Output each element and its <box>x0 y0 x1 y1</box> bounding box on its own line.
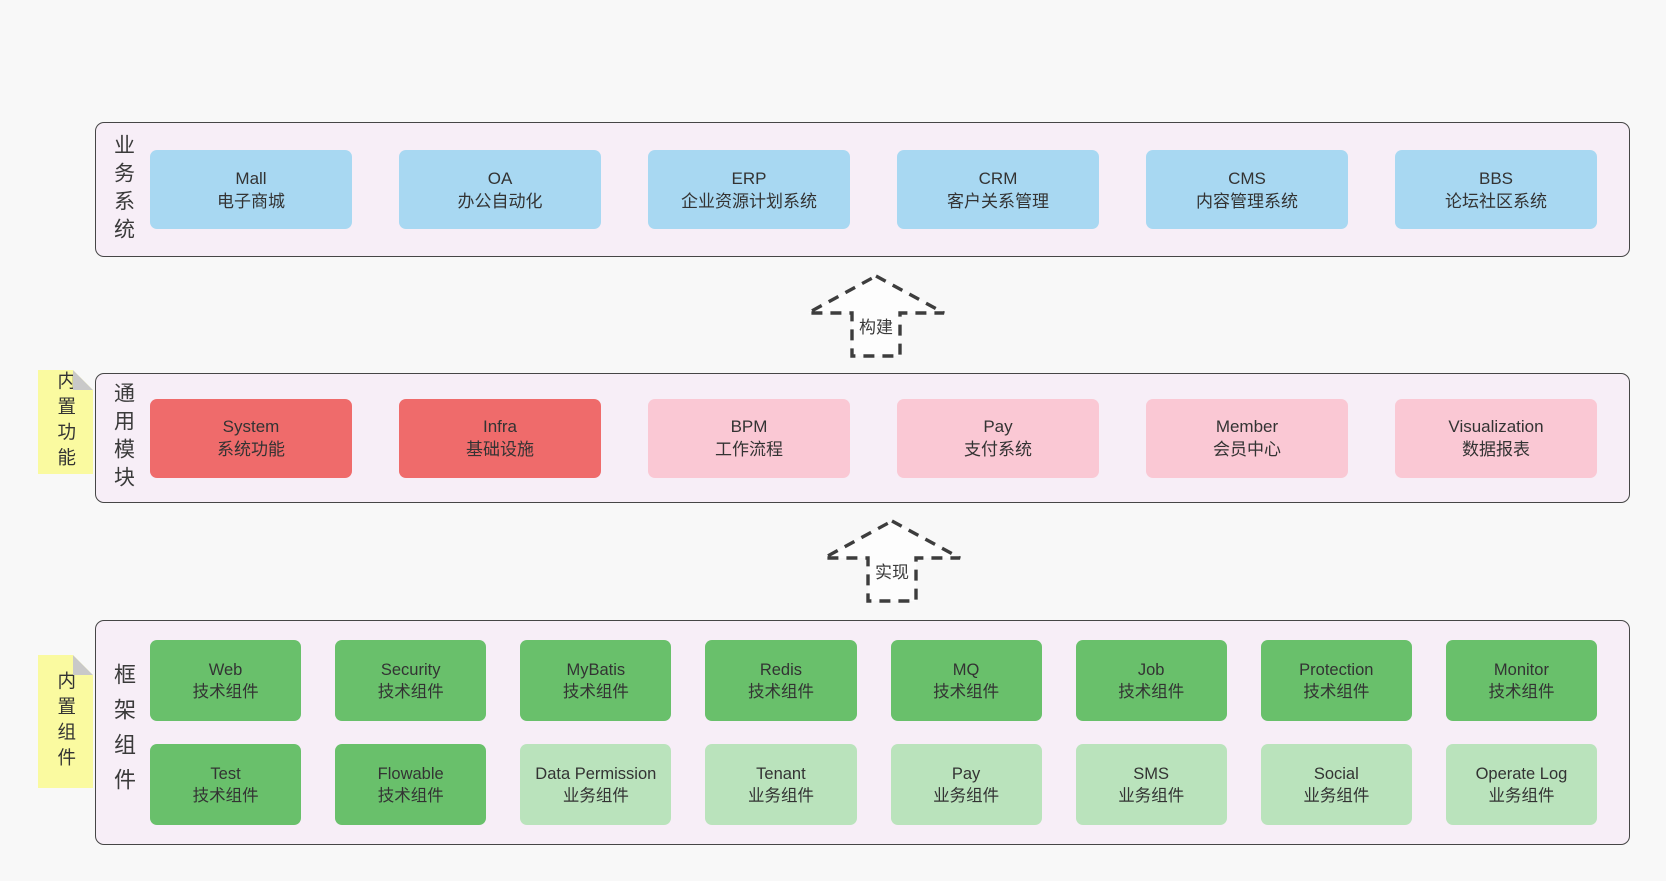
box-job: Job 技术组件 <box>1075 640 1227 721</box>
box-visualization: Visualization 数据报表 <box>1395 398 1597 478</box>
arrow-up-implement-icon: 实现 <box>821 518 963 604</box>
box-mq: MQ 技术组件 <box>890 640 1042 721</box>
box-infra: Infra 基础设施 <box>399 398 601 478</box>
sticky-note-builtin-components: 内置组件 <box>38 655 93 788</box>
box-bpm: BPM 工作流程 <box>648 398 850 478</box>
box-system: System 系统功能 <box>150 398 352 478</box>
common-modules-row: System 系统功能 Infra 基础设施 BPM 工作流程 Pay 支付系统… <box>150 374 1629 502</box>
box-pay-component: Pay 业务组件 <box>890 744 1042 825</box>
box-monitor: Monitor 技术组件 <box>1445 640 1597 721</box>
box-member: Member 会员中心 <box>1146 398 1348 478</box>
box-pay-module: Pay 支付系统 <box>897 398 1099 478</box>
arrow-implement-label: 实现 <box>875 563 909 582</box>
folded-corner-icon <box>73 370 93 390</box>
section-label-framework-components: 框架组件 <box>111 662 136 803</box>
box-security: Security 技术组件 <box>335 640 487 721</box>
arrow-build-label: 构建 <box>859 318 893 337</box>
box-tenant: Tenant 业务组件 <box>705 744 857 825</box>
box-bbs: BBS 论坛社区系统 <box>1395 150 1597 229</box>
section-common-modules: 通用模块 System 系统功能 Infra 基础设施 BPM 工作流程 Pay… <box>95 373 1630 503</box>
sticky-note-builtin-features: 内置功能 <box>38 370 93 474</box>
box-operate-log: Operate Log 业务组件 <box>1445 744 1597 825</box>
box-flowable: Flowable 技术组件 <box>335 744 487 825</box>
box-mybatis: MyBatis 技术组件 <box>520 640 672 721</box>
box-oa: OA 办公自动化 <box>399 150 601 229</box>
box-data-permission: Data Permission 业务组件 <box>520 744 672 825</box>
box-crm: CRM 客户关系管理 <box>897 150 1099 229</box>
business-systems-row: Mall 电子商城 OA 办公自动化 ERP 企业资源计划系统 CRM 客户关系… <box>150 123 1629 256</box>
section-label-business-systems: 业务系统 <box>111 133 135 246</box>
box-cms: CMS 内容管理系统 <box>1146 150 1348 229</box>
box-social: Social 业务组件 <box>1260 744 1412 825</box>
section-label-common-modules: 通用模块 <box>111 382 135 494</box>
framework-components-grid: Web 技术组件 Security 技术组件 MyBatis 技术组件 Redi… <box>150 621 1629 844</box>
box-protection: Protection 技术组件 <box>1260 640 1412 721</box>
box-sms: SMS 业务组件 <box>1075 744 1227 825</box>
arrow-up-build-icon: 构建 <box>805 273 947 359</box>
box-erp: ERP 企业资源计划系统 <box>648 150 850 229</box>
box-mall: Mall 电子商城 <box>150 150 352 229</box>
folded-corner-icon <box>73 655 93 675</box>
section-business-systems: 业务系统 Mall 电子商城 OA 办公自动化 ERP 企业资源计划系统 CRM… <box>95 122 1630 257</box>
box-test: Test 技术组件 <box>150 744 302 825</box>
box-redis: Redis 技术组件 <box>705 640 857 721</box>
box-web: Web 技术组件 <box>150 640 302 721</box>
section-framework-components: 框架组件 Web 技术组件 Security 技术组件 MyBatis 技术组件… <box>95 620 1630 845</box>
